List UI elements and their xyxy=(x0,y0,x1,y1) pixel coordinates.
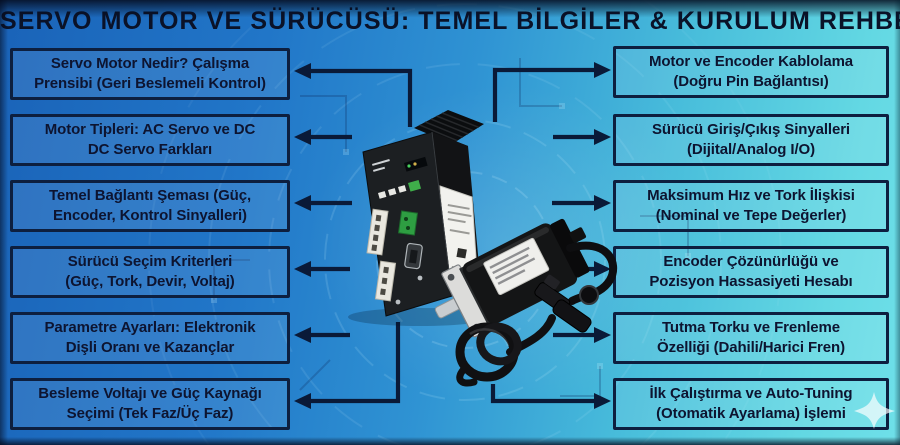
arrowhead-icon xyxy=(294,195,311,211)
topic-line: Seçimi (Tek Faz/Üç Faz) xyxy=(66,405,234,422)
topic-line: Dişli Oranı ve Kazançlar xyxy=(65,339,235,356)
topic-line: Encoder, Kontrol Sinyalleri) xyxy=(53,207,247,224)
topic-box-left-1: Servo Motor Nedir? Çalışma Prensibi (Ger… xyxy=(10,48,290,100)
topic-line: (Dijital/Analog I/O) xyxy=(687,141,815,158)
arrowhead-icon xyxy=(594,393,611,409)
topic-line: Besleme Voltajı ve Güç Kaynağı xyxy=(38,385,262,403)
topic-line: İlk Çalıştırma ve Auto-Tuning xyxy=(649,385,853,403)
topic-line: Sürücü Giriş/Çıkış Sinyalleri xyxy=(651,121,850,139)
topic-line: Sürücü Seçim Kriterleri xyxy=(67,253,233,271)
arrow-right-1 xyxy=(492,67,596,122)
topic-line: (Doğru Pin Bağlantısı) xyxy=(673,73,829,90)
topic-box-left-2: Motor Tipleri: AC Servo ve DC DC Servo F… xyxy=(10,114,290,166)
arrowhead-icon xyxy=(594,129,611,145)
arrowhead-icon xyxy=(594,261,611,277)
arrow-right-6 xyxy=(490,384,596,404)
topic-box-left-5: Parametre Ayarları: Elektronik Dişli Ora… xyxy=(10,312,290,364)
arrowhead-icon xyxy=(294,393,311,409)
arrow-left-1 xyxy=(309,68,413,127)
topic-line: Motor ve Encoder Kablolama xyxy=(648,53,854,71)
arrowhead-icon xyxy=(294,261,311,277)
topic-line: Encoder Çözünürlüğü ve xyxy=(663,253,839,271)
topic-line: Pozisyon Hassasiyeti Hesabı xyxy=(649,273,853,290)
topic-line: Temel Bağlantı Şeması (Güç, xyxy=(48,187,252,205)
topic-line: Servo Motor Nedir? Çalışma xyxy=(50,55,250,73)
topic-line: (Güç, Tork, Devir, Voltaj) xyxy=(65,273,235,290)
arrowhead-icon xyxy=(294,327,311,343)
topic-box-left-3: Temel Bağlantı Şeması (Güç, Encoder, Kon… xyxy=(10,180,290,232)
topic-box-left-4: Sürücü Seçim Kriterleri (Güç, Tork, Devi… xyxy=(10,246,290,298)
topic-box-right-4: Encoder Çözünürlüğü ve Pozisyon Hassasiy… xyxy=(613,246,889,298)
servo-driver-image xyxy=(348,110,492,326)
topic-box-left-6: Besleme Voltajı ve Güç Kaynağı Seçimi (T… xyxy=(10,378,290,430)
topic-line: Maksimum Hız ve Tork İlişkisi xyxy=(647,187,855,205)
arrowhead-icon xyxy=(294,129,311,145)
topic-box-right-5: Tutma Torku ve Frenleme Özelliği (Dahili… xyxy=(613,312,889,364)
topic-box-right-1: Motor ve Encoder Kablolama (Doğru Pin Ba… xyxy=(613,46,889,98)
arrowhead-icon xyxy=(594,195,611,211)
topic-line: (Otomatik Ayarlama) İşlemi xyxy=(656,405,846,422)
topic-line: DC Servo Farkları xyxy=(87,141,213,158)
cable-image xyxy=(455,241,618,387)
topic-box-right-3: Maksimum Hız ve Tork İlişkisi (Nominal v… xyxy=(613,180,889,232)
arrowhead-icon xyxy=(294,63,311,79)
topic-line: (Nominal ve Tepe Değerler) xyxy=(655,207,847,224)
topic-line: Tutma Torku ve Frenleme xyxy=(661,319,841,337)
arrow-left-6 xyxy=(309,322,401,404)
topic-box-right-6: İlk Çalıştırma ve Auto-Tuning (Otomatik … xyxy=(613,378,889,430)
topic-box-right-2: Sürücü Giriş/Çıkış Sinyalleri (Dijital/A… xyxy=(613,114,889,166)
topic-line: Prensibi (Geri Beslemeli Kontrol) xyxy=(34,75,266,92)
arrowhead-icon xyxy=(594,327,611,343)
topic-line: Parametre Ayarları: Elektronik xyxy=(44,319,256,337)
arrowhead-icon xyxy=(594,62,611,78)
topic-line: Motor Tipleri: AC Servo ve DC xyxy=(44,121,256,139)
servo-motor-image xyxy=(434,218,590,338)
topic-line: Özelliği (Dahili/Harici Fren) xyxy=(657,339,845,356)
